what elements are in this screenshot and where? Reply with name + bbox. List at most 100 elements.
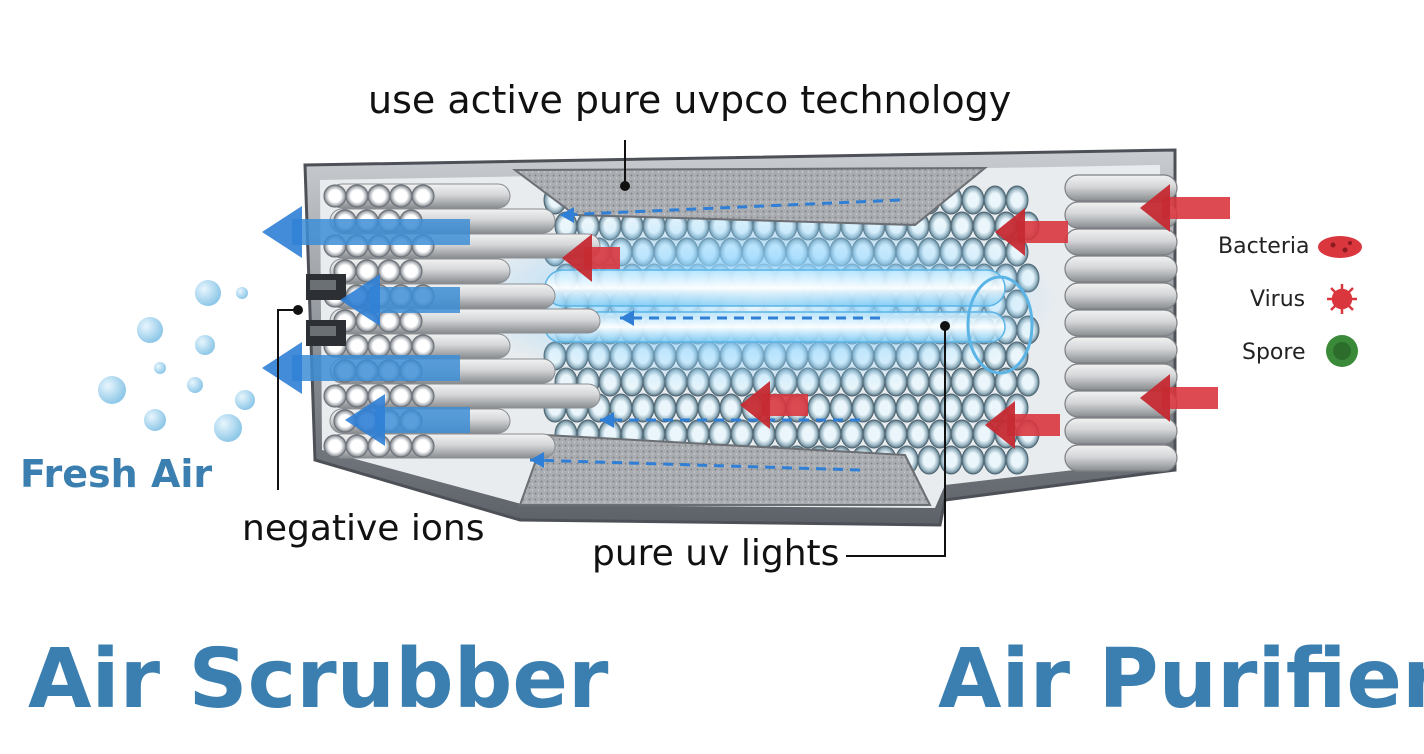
foam-tube: [1064, 282, 1178, 310]
foam-tube: [1064, 363, 1178, 391]
honeycomb-cell: [719, 393, 743, 423]
outbound-arrow-shaft: [292, 219, 470, 245]
tube-end: [367, 334, 391, 358]
tube-end: [389, 334, 413, 358]
air-bubble: [236, 287, 248, 299]
honeycomb-cell: [807, 393, 831, 423]
tube-end: [399, 259, 423, 283]
foam-tube: [1064, 417, 1178, 445]
air-bubble: [187, 377, 203, 393]
inbound-arrow-head: [995, 208, 1025, 256]
tube-end: [389, 434, 413, 458]
honeycomb-cell: [1005, 185, 1029, 215]
honeycomb-cell: [653, 393, 677, 423]
legend-virus-label: Virus: [1250, 287, 1306, 312]
tube-end: [377, 309, 401, 333]
inbound-arrow-shaft: [762, 394, 808, 416]
honeycomb-cell: [862, 419, 886, 449]
honeycomb-cell: [1005, 445, 1029, 475]
air-bubble: [154, 362, 166, 374]
inlet-foam-filter: [1064, 174, 1178, 472]
outbound-arrow-shaft: [292, 355, 460, 381]
honeycomb-cell: [950, 419, 974, 449]
tube-end: [399, 309, 423, 333]
internal-airflow-arrows: [529, 198, 901, 472]
air-bubble: [195, 335, 215, 355]
inbound-arrow-shaft: [1162, 197, 1230, 219]
spore-icon: [1326, 335, 1358, 367]
tube-end: [389, 184, 413, 208]
honeycomb-cell: [851, 393, 875, 423]
flow-head: [530, 452, 544, 468]
foam-tube: [1064, 255, 1178, 283]
air-bubble: [144, 409, 166, 431]
honeycomb-cell: [818, 419, 842, 449]
tube-end: [411, 434, 435, 458]
title-air-purifier: Air Purifier: [938, 632, 1424, 727]
honeycomb-cell: [1016, 367, 1040, 397]
tube-end: [377, 259, 401, 283]
foam-tube: [1064, 174, 1178, 202]
air-bubble: [137, 317, 163, 343]
foam-tube: [1064, 228, 1178, 256]
honeycomb-cell: [961, 393, 985, 423]
bacteria-icon: [1318, 236, 1362, 258]
outbound-arrow-head: [345, 394, 385, 446]
clean-air-arrows: [262, 206, 470, 446]
callout-negative-ions: negative ions: [242, 508, 485, 549]
contaminated-air-arrows: [562, 184, 1230, 449]
title-air-scrubber: Air Scrubber: [28, 632, 609, 727]
leader-lines: [277, 140, 950, 557]
flow-head: [600, 412, 614, 428]
fresh-air-label: Fresh Air: [20, 452, 213, 496]
tube-end: [411, 384, 435, 408]
honeycomb-cell: [906, 419, 930, 449]
tube-end: [345, 434, 369, 458]
honeycomb-cell: [983, 185, 1007, 215]
foam-tube: [1064, 336, 1178, 364]
honeycomb-cell: [840, 419, 864, 449]
tube-end: [411, 334, 435, 358]
foam-tube: [1064, 309, 1178, 337]
callout-pure-uv-lights: pure uv lights: [592, 533, 840, 574]
honeycomb-cell: [895, 393, 919, 423]
outbound-arrow-shaft: [370, 287, 460, 313]
inbound-arrow-head: [562, 234, 592, 282]
legend-spore-label: Spore: [1242, 340, 1306, 365]
callout-uvpco-technology: use active pure uvpco technology: [368, 78, 1012, 122]
inbound-arrow-shaft: [584, 247, 620, 269]
outbound-arrow-head: [262, 342, 302, 394]
outbound-arrow-head: [262, 206, 302, 258]
tube-end: [323, 184, 347, 208]
honeycomb-cell: [829, 393, 853, 423]
air-bubble: [235, 390, 255, 410]
inbound-arrow-head: [740, 381, 770, 429]
honeycomb-cell: [939, 393, 963, 423]
outbound-arrow-head: [340, 274, 380, 326]
virus-icon: [1327, 284, 1357, 314]
honeycomb-cell: [928, 419, 952, 449]
tube-end: [345, 334, 369, 358]
honeycomb-cell: [961, 445, 985, 475]
air-bubble: [214, 414, 242, 442]
flow-head: [560, 207, 574, 223]
honeycomb-cell: [697, 393, 721, 423]
inbound-arrow-shaft: [1017, 221, 1068, 243]
inbound-arrow-head: [1140, 184, 1170, 232]
tube-end: [389, 384, 413, 408]
honeycomb-cell: [983, 445, 1007, 475]
honeycomb-cell: [796, 419, 820, 449]
inbound-arrow-shaft: [1162, 387, 1218, 409]
honeycomb-cell: [730, 419, 754, 449]
honeycomb-cell: [884, 419, 908, 449]
honeycomb-cell: [873, 393, 897, 423]
tube-end: [323, 434, 347, 458]
outbound-arrow-shaft: [375, 407, 470, 433]
foam-tube: [1064, 444, 1178, 472]
catalyst-plates: [512, 166, 988, 506]
honeycomb-cell: [774, 419, 798, 449]
flow-dash: [559, 198, 901, 217]
honeycomb-cell: [675, 393, 699, 423]
honeycomb-cell: [752, 419, 776, 449]
